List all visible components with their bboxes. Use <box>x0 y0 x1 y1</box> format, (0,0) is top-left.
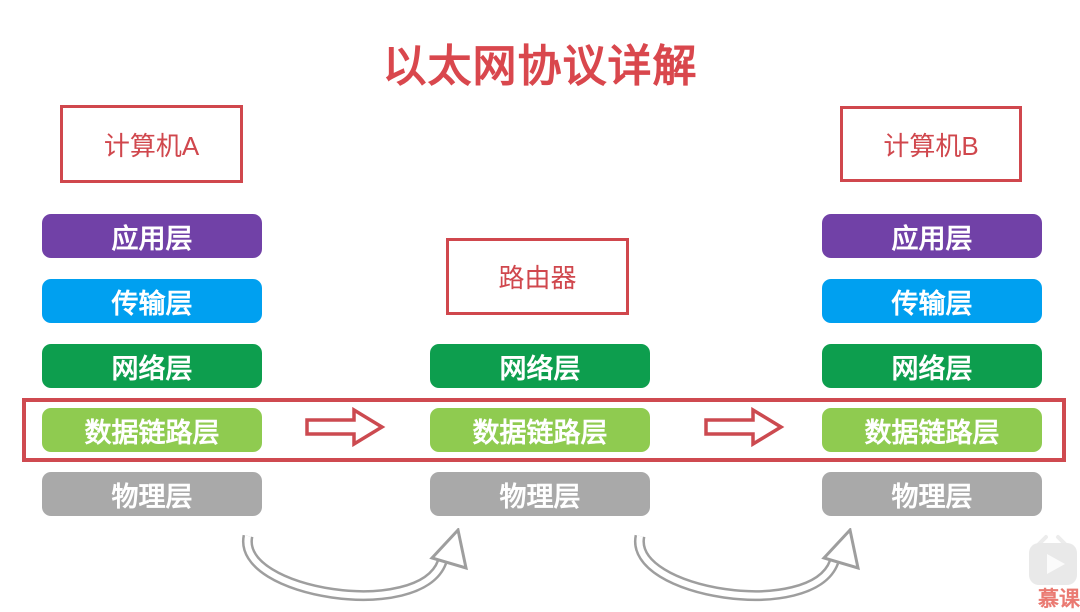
computer-a-application-layer: 应用层 <box>42 214 262 258</box>
datalink-arrow-a-to-router-icon <box>305 407 386 447</box>
computer-b-datalink-layer: 数据链路层 <box>822 408 1042 452</box>
watermark: 慕课网 <box>1036 581 1080 610</box>
tv-play-icon[interactable] <box>1024 532 1080 592</box>
router-physical-layer: 物理层 <box>430 472 650 516</box>
router-datalink-layer: 数据链路层 <box>430 408 650 452</box>
computer-b-label: 计算机B <box>883 130 979 161</box>
computer-b-physical-layer: 物理层 <box>822 472 1042 516</box>
computer-b-application-layer: 应用层 <box>822 214 1042 258</box>
page-title: 以太网协议详解 <box>382 42 698 91</box>
router-label: 路由器 <box>498 263 577 293</box>
router-network-layer: 网络层 <box>430 344 650 388</box>
computer-a-transport-layer: 传输层 <box>42 279 262 323</box>
physical-link-curved-arrow-1-icon <box>242 528 468 601</box>
router-box: 路由器 <box>446 238 629 315</box>
computer-a-label: 计算机A <box>103 130 200 161</box>
computer-a-datalink-layer: 数据链路层 <box>42 408 262 452</box>
physical-link-curved-arrow-2-icon <box>634 528 860 601</box>
computer-b-transport-layer: 传输层 <box>822 279 1042 323</box>
computer-b-network-layer: 网络层 <box>822 344 1042 388</box>
datalink-row-highlight <box>22 398 1066 462</box>
datalink-arrow-router-to-b-icon <box>704 407 785 447</box>
watermark-text: 慕课网 <box>1038 588 1080 611</box>
computer-b-box: 计算机B <box>840 106 1022 182</box>
computer-a-physical-layer: 物理层 <box>42 472 262 516</box>
computer-a-box: 计算机A <box>60 105 243 183</box>
computer-a-network-layer: 网络层 <box>42 344 262 388</box>
